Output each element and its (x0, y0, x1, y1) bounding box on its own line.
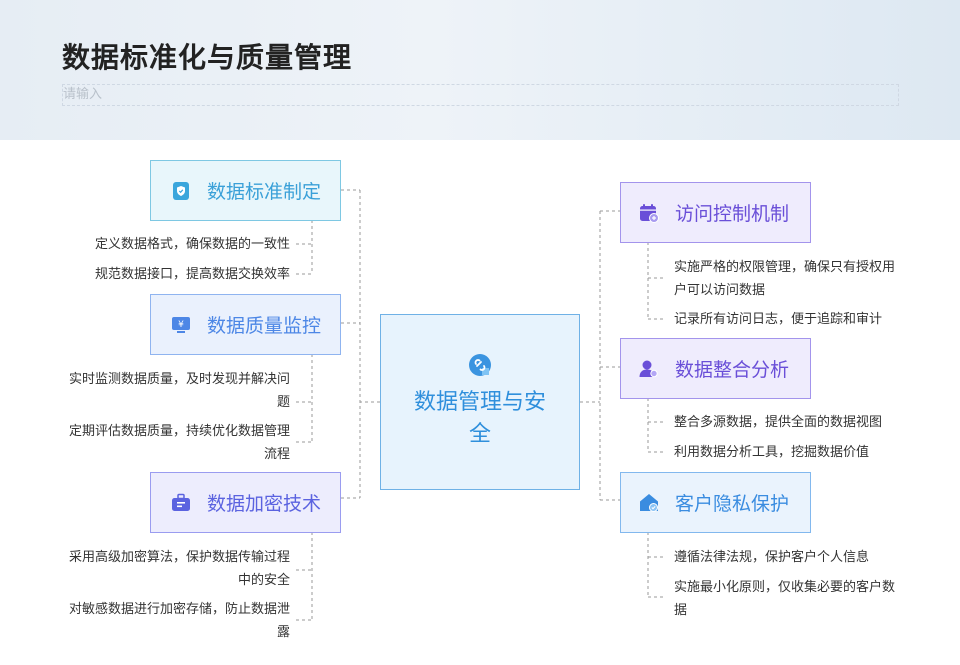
branch-label: 访问控制机制 (675, 203, 790, 225)
branch-node-quality-monitoring[interactable]: ¥ 数据质量监控 (150, 294, 341, 355)
shield-document-icon (173, 181, 189, 200)
header-banner: 数据标准化与质量管理 (0, 0, 960, 140)
branch-label: 客户隐私保护 (675, 493, 790, 515)
calendar-lock-icon (640, 203, 659, 223)
leaf-item: 规范数据接口，提高数据交换效率 (94, 267, 290, 282)
briefcase-icon (172, 493, 190, 511)
branch-node-encryption[interactable]: 数据加密技术 (150, 472, 341, 533)
leaf-item: 实时监测数据质量，及时发现并解决问题 (68, 372, 290, 410)
branch-node-data-standard[interactable]: 数据标准制定 (150, 160, 341, 221)
leaf-item: 实施严格的权限管理，确保只有授权用户可以访问数据 (674, 260, 896, 298)
connector-leaf-r3 (647, 532, 664, 598)
center-node[interactable]: 数据管理与安全 (380, 314, 580, 490)
leaf-item: 对敏感数据进行加密存储，防止数据泄露 (68, 602, 290, 640)
connector-leaf-r2 (647, 398, 664, 453)
page-title: 数据标准化与质量管理 (62, 41, 353, 74)
leaf-item: 整合多源数据，提供全面的数据视图 (674, 415, 883, 430)
connector-leaf-r1 (647, 242, 664, 320)
center-label: 数据管理与安全 (413, 390, 546, 447)
connector-leaf-l1 (296, 220, 313, 275)
branch-node-data-integration[interactable]: 数据整合分析 (620, 338, 811, 399)
branch-label: 数据质量监控 (207, 315, 322, 337)
leaf-item: 实施最小化原则，仅收集必要的客户数据 (674, 580, 896, 618)
home-shield-icon (640, 493, 658, 512)
connector-leaf-l2 (296, 354, 313, 443)
leaf-item: 定义数据格式，确保数据的一致性 (94, 237, 290, 252)
leaf-item: 遵循法律法规，保护客户个人信息 (674, 550, 870, 565)
title-input[interactable] (62, 84, 899, 106)
user-search-icon (639, 360, 658, 377)
branch-label: 数据加密技术 (207, 493, 322, 515)
monitor-icon: ¥ (172, 316, 190, 333)
leaf-item: 定期评估数据质量，持续优化数据管理流程 (68, 424, 290, 462)
leaf-item: 记录所有访问日志，便于追踪和审计 (674, 312, 883, 327)
svg-text:¥: ¥ (178, 320, 184, 330)
connector-leaf-l3 (296, 532, 313, 621)
leaf-item: 采用高级加密算法，保护数据传输过程中的安全 (68, 550, 290, 588)
branch-node-privacy-protection[interactable]: 客户隐私保护 (620, 472, 811, 533)
leaf-item: 利用数据分析工具，挖掘数据价值 (674, 445, 870, 460)
branch-node-access-control[interactable]: 访问控制机制 (620, 182, 811, 243)
branch-label: 数据整合分析 (675, 359, 790, 381)
link-icon (469, 354, 491, 376)
branch-label: 数据标准制定 (207, 181, 322, 203)
